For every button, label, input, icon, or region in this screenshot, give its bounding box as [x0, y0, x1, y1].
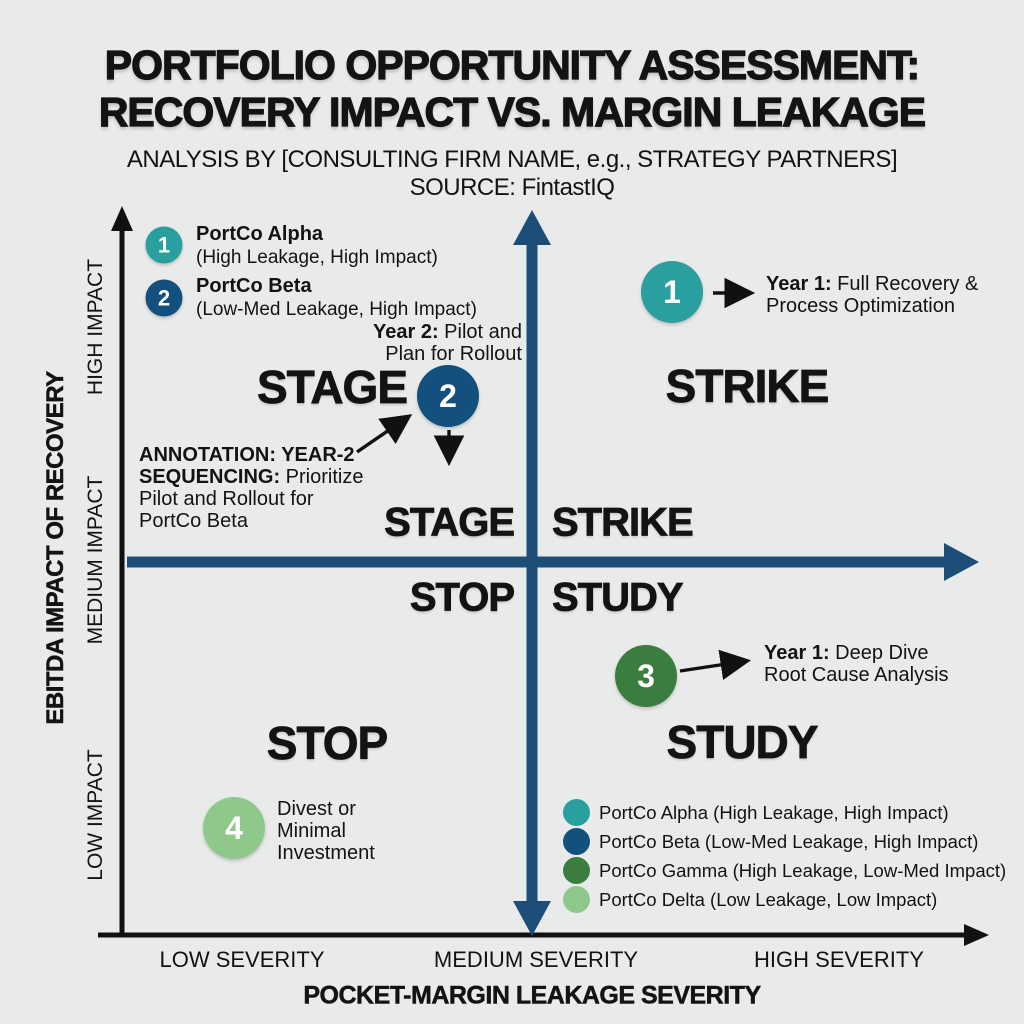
source-line: SOURCE: FintastIQ — [409, 174, 615, 201]
note-line2: Root Cause Analysis — [764, 664, 949, 686]
quadrant-label-study-big: STUDY — [666, 716, 819, 769]
note-line2: Plan for Rollout — [385, 343, 522, 365]
arrow-note-to-point2 — [356, 414, 413, 454]
legend-row-delta: PortCo Delta (Low Leakage, Low Impact) — [563, 886, 1006, 913]
legend-swatch-beta — [563, 828, 590, 855]
page-title-line1: PORTFOLIO OPPORTUNITY ASSESSMENT: — [104, 41, 921, 88]
note-strike-year1: Year 1: Full Recovery & Process Optimiza… — [766, 273, 978, 317]
legend-swatch-alpha — [563, 799, 590, 826]
quadrant-label-strike-center: STRIKE — [552, 500, 694, 545]
note-line2: Process Optimization — [766, 295, 955, 317]
key-alpha-desc: (High Leakage, High Impact) — [196, 247, 438, 268]
page-title-line2: RECOVERY IMPACT VS. MARGIN LEAKAGE — [98, 88, 927, 135]
legend-row-alpha: PortCo Alpha (High Leakage, High Impact) — [563, 799, 1006, 826]
quadrant-label-stop-big: STOP — [266, 717, 388, 770]
x-axis-title: POCKET-MARGIN LEAKAGE SEVERITY — [303, 981, 761, 1010]
legend-swatch-delta — [563, 886, 590, 913]
note-rest: Deep Dive — [829, 642, 929, 664]
quadrant-label-study-center: STUDY — [552, 575, 684, 620]
quadrant-axis-right-arrowhead — [944, 543, 979, 581]
arrow-point3-to-note — [679, 649, 752, 680]
subtitle: ANALYSIS BY [CONSULTING FIRM NAME, e.g.,… — [126, 146, 898, 173]
key-beta-name: PortCo Beta — [196, 275, 312, 297]
note-study-year1: Year 1: Deep Dive Root Cause Analysis — [764, 642, 949, 686]
note-line2-rest: Prioritize — [280, 466, 364, 488]
point-portco-beta: 2 — [417, 365, 479, 427]
y-tick-low-impact: LOW IMPACT — [84, 749, 107, 881]
note-line2-bold: SEQUENCING: — [139, 466, 281, 488]
key-marker-2: 2 — [145, 279, 183, 317]
x-axis-line — [98, 932, 968, 938]
point-portco-delta: 4 — [203, 797, 265, 859]
point-portco-gamma: 3 — [615, 645, 677, 707]
note-bold-prefix: Year 1: — [764, 642, 830, 664]
note-stage-year2: Year 2: Pilot and Plan for Rollout — [373, 321, 522, 365]
y-axis-title: EBITDA IMPACT OF RECOVERY — [42, 371, 70, 725]
note-line3: Pilot and Rollout for — [139, 488, 314, 510]
legend-swatch-gamma — [563, 857, 590, 884]
y-axis-line — [119, 224, 125, 935]
legend-label-beta: PortCo Beta (Low-Med Leakage, High Impac… — [599, 830, 979, 852]
note-bold-prefix: Year 2: — [373, 321, 439, 343]
key-alpha-name: PortCo Alpha — [196, 223, 324, 245]
y-axis-arrowhead — [111, 206, 133, 231]
legend-label-alpha: PortCo Alpha (High Leakage, High Impact) — [599, 801, 949, 823]
point-number: 2 — [439, 377, 457, 414]
quadrant-label-stage-center: STAGE — [384, 500, 516, 545]
point-number: 4 — [225, 809, 243, 846]
note-line1: Divest or — [277, 798, 356, 820]
key-beta-desc: (Low-Med Leakage, High Impact) — [196, 299, 477, 320]
key-marker-1: 1 — [145, 226, 183, 264]
note-rest: Full Recovery & — [831, 273, 979, 295]
note-annotation-sequencing: ANNOTATION: YEAR-2 SEQUENCING: Prioritiz… — [139, 444, 363, 532]
quadrant-vertical-axis — [526, 241, 538, 903]
y-tick-high-impact: HIGH IMPACT — [84, 258, 107, 396]
note-stop-divest: Divest or Minimal Investment — [277, 798, 375, 864]
note-line1-bold: ANNOTATION: YEAR-2 — [139, 444, 355, 466]
quadrant-label-strike-big: STRIKE — [665, 360, 829, 413]
legend-label-gamma: PortCo Gamma (High Leakage, Low-Med Impa… — [599, 859, 1007, 881]
point-number: 1 — [663, 273, 681, 310]
legend-label-delta: PortCo Delta (Low Leakage, Low Impact) — [599, 888, 938, 910]
note-rest: Pilot and — [438, 321, 522, 343]
x-tick-high-severity: HIGH SEVERITY — [754, 947, 924, 972]
key-marker-number: 1 — [157, 232, 171, 257]
quadrant-label-stop-center: STOP — [409, 575, 515, 620]
point-portco-alpha: 1 — [641, 261, 703, 323]
legend-row-gamma: PortCo Gamma (High Leakage, Low-Med Impa… — [563, 857, 1006, 884]
note-line2: Minimal — [277, 820, 346, 842]
quadrant-axis-up-arrowhead — [513, 210, 551, 245]
note-line3: Investment — [277, 842, 375, 864]
x-tick-low-severity: LOW SEVERITY — [159, 947, 325, 972]
quadrant-label-stage-big: STAGE — [256, 361, 409, 414]
note-line4: PortCo Beta — [139, 510, 248, 532]
legend-row-beta: PortCo Beta (Low-Med Leakage, High Impac… — [563, 828, 1006, 855]
x-tick-medium-severity: MEDIUM SEVERITY — [433, 947, 639, 972]
key-marker-number: 2 — [157, 285, 171, 310]
quadrant-horizontal-axis — [127, 556, 945, 568]
legend: PortCo Alpha (High Leakage, High Impact)… — [563, 799, 1006, 915]
key-entry-beta: PortCo Beta (Low-Med Leakage, High Impac… — [196, 275, 477, 321]
y-tick-medium-impact: MEDIUM IMPACT — [84, 475, 107, 645]
note-bold-prefix: Year 1: — [766, 273, 832, 295]
x-axis-arrowhead — [964, 924, 989, 946]
point-number: 3 — [637, 657, 655, 694]
quadrant-axis-down-arrowhead — [513, 901, 551, 936]
key-entry-alpha: PortCo Alpha (High Leakage, High Impact) — [196, 223, 438, 269]
